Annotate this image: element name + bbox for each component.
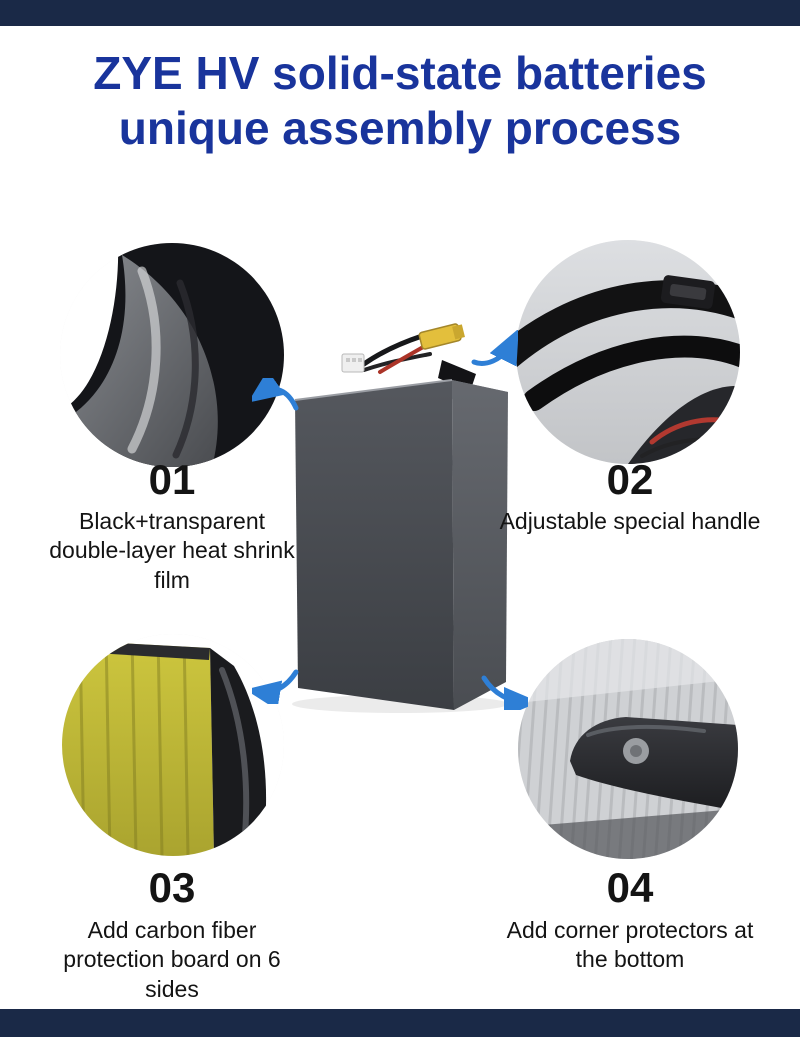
feature-3-label: Add carbon fiber protection board on 6 s… (63, 917, 281, 1002)
handle-strap-illustration (516, 240, 740, 464)
feature-1-number: 01 (148, 456, 196, 503)
corner-protector-illustration (518, 639, 738, 859)
battery-top-edge (294, 379, 453, 401)
page-title-line2: unique assembly process (118, 102, 682, 155)
feature-1-label: Black+transparent double-layer heat shri… (49, 508, 295, 593)
feature-2-number: 02 (606, 456, 654, 503)
yellow-connector (418, 323, 465, 350)
bottom-banner-bar (0, 1009, 800, 1037)
carbon-fiber-board-illustration (62, 634, 284, 856)
white-connector (341, 353, 365, 373)
heat-shrink-film-illustration (60, 243, 284, 467)
curved-arrow-to-corner-icon (481, 675, 528, 710)
feature-3-number: 03 (148, 864, 196, 911)
feature-4-number: 04 (606, 864, 654, 911)
curved-arrow-to-film-icon (252, 378, 299, 411)
corner-protector-photo (518, 639, 738, 859)
battery-product-image (292, 323, 508, 713)
board-black-edge (210, 648, 267, 856)
heat-shrink-film-photo (60, 243, 284, 467)
battery-side-face (452, 380, 508, 710)
top-banner-bar (0, 0, 800, 26)
handle-strap-photo (516, 240, 740, 464)
carbon-fiber-board-photo (62, 634, 284, 856)
corner-guard-shape (570, 717, 738, 811)
feature-4-label: Add corner protectors at the bottom (506, 917, 754, 973)
curved-arrow-to-handle-icon (471, 330, 518, 367)
battery-front-face (295, 380, 454, 710)
feature-2-label: Adjustable special handle (499, 508, 761, 534)
page-title: ZYE HV solid-state batteries unique asse… (0, 46, 800, 156)
curved-arrow-to-board-icon (252, 669, 299, 704)
page-title-line1: ZYE HV solid-state batteries (93, 47, 707, 99)
